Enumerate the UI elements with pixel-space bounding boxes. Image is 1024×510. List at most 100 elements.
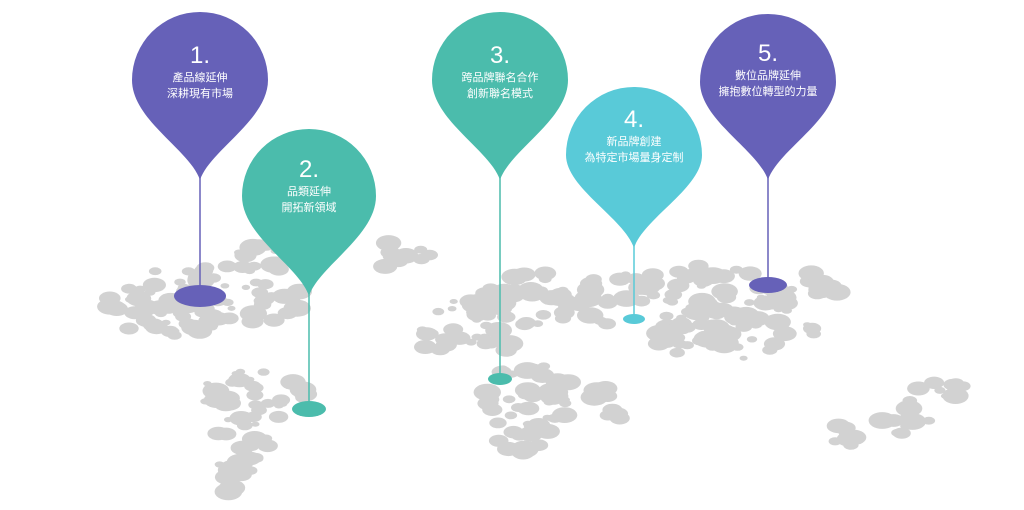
pin-2-label: 2. 品類延伸 開拓新領域 — [239, 156, 379, 216]
pin-3-location — [488, 373, 512, 385]
map-dot — [518, 426, 544, 442]
pin-5-balloon — [700, 14, 836, 180]
map-dot — [498, 298, 508, 305]
map-dot — [506, 284, 524, 295]
map-dot — [694, 263, 704, 270]
map-dot — [503, 425, 524, 439]
map-dot — [696, 283, 707, 289]
map-dot — [666, 298, 679, 306]
map-dot — [236, 420, 253, 431]
map-dot — [227, 305, 236, 311]
pin-5-label: 5. 數位品牌延伸 擁抱數位轉型的力量 — [698, 40, 838, 100]
map-dot — [762, 345, 778, 355]
map-dot — [542, 414, 552, 421]
map-dot — [520, 450, 532, 458]
map-dot — [678, 321, 696, 333]
pin-1-subtitle: 深耕現有市場 — [167, 87, 233, 100]
pin-2-marker — [242, 129, 376, 417]
map-dot — [214, 483, 243, 501]
pin-4-marker — [566, 87, 702, 324]
map-dot — [200, 398, 211, 405]
map-dot — [471, 316, 482, 323]
map-dot — [257, 279, 274, 290]
map-dot — [416, 327, 438, 341]
map-dot — [432, 307, 445, 316]
pin-1-location — [174, 285, 226, 307]
map-dot — [135, 314, 157, 327]
map-dot — [502, 395, 516, 404]
map-dot — [519, 285, 545, 302]
map-dot — [556, 290, 570, 300]
map-dot — [538, 275, 552, 284]
map-dot — [250, 239, 268, 250]
map-dot — [924, 376, 945, 389]
map-dot — [259, 434, 273, 443]
map-dot — [253, 299, 272, 310]
pin-2-subtitle: 開拓新領域 — [281, 201, 337, 214]
map-dot — [724, 308, 752, 326]
map-dot — [119, 322, 139, 335]
pin-4-balloon — [566, 87, 702, 248]
map-dot — [250, 307, 267, 318]
map-dot — [601, 293, 614, 302]
map-dot — [257, 368, 270, 376]
map-dot — [660, 323, 672, 331]
pin-2-balloon — [242, 129, 376, 296]
map-dot — [554, 313, 572, 324]
map-dot — [280, 374, 306, 390]
map-dot — [872, 415, 884, 423]
map-dot — [746, 336, 758, 343]
map-dot — [907, 381, 930, 396]
map-dot — [934, 386, 946, 394]
pin-2-number: 2. — [298, 156, 319, 183]
map-dot — [246, 389, 264, 401]
map-dot — [427, 252, 438, 259]
map-dot — [803, 265, 823, 278]
map-dot — [731, 343, 744, 351]
map-dot — [828, 437, 842, 446]
map-dot — [532, 320, 544, 327]
pin-3-number: 3. — [489, 42, 510, 69]
map-dots — [97, 235, 971, 501]
map-dot — [221, 298, 234, 306]
map-dot — [170, 328, 180, 334]
map-dot — [834, 421, 856, 435]
map-dot — [497, 311, 516, 323]
pin-3-title: 跨品牌聯名合作 — [461, 71, 539, 84]
map-dot — [220, 460, 244, 475]
map-dot — [545, 385, 569, 400]
map-dot — [234, 249, 244, 256]
map-dot — [703, 319, 719, 329]
map-dot — [207, 426, 230, 441]
map-dot — [133, 303, 156, 317]
map-dot — [204, 309, 221, 320]
map-dot — [609, 272, 631, 286]
map-dot — [693, 274, 714, 287]
map-dot — [895, 400, 923, 417]
map-dot — [478, 333, 491, 341]
map-dot — [586, 385, 596, 392]
map-dot — [632, 295, 651, 307]
map-dot — [475, 287, 494, 300]
pin-5-subtitle: 擁抱數位轉型的力量 — [718, 85, 818, 98]
map-dot — [504, 411, 518, 420]
map-dot — [241, 284, 251, 290]
map-dot — [501, 268, 528, 286]
map-dot — [669, 265, 689, 278]
map-dot — [489, 417, 507, 429]
map-dot — [738, 266, 762, 281]
map-dot — [449, 327, 460, 335]
pin-5-number: 5. — [757, 40, 778, 67]
map-dot — [667, 278, 690, 293]
map-dot — [495, 343, 517, 357]
map-dot — [528, 363, 541, 371]
pin-1-title: 產品線延伸 — [172, 71, 228, 84]
pin-1-balloon — [132, 11, 268, 180]
map-dot — [514, 382, 541, 399]
map-dot — [486, 336, 503, 347]
map-dot — [393, 248, 419, 264]
map-dot — [534, 266, 557, 281]
pin-4-number: 4. — [623, 106, 644, 133]
